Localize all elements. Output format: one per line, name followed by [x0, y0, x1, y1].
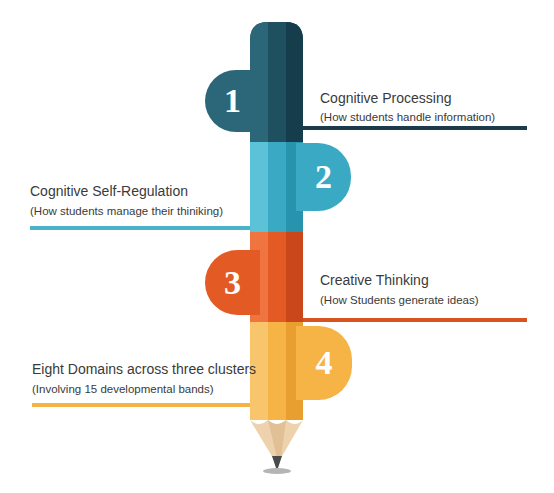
number-tab: 2	[296, 143, 351, 211]
leader-line	[300, 318, 527, 322]
leader-line	[30, 226, 278, 230]
subtitle-label: (How students manage their thiniking)	[30, 205, 223, 219]
heading-label: Eight Domains across three clusters	[32, 361, 256, 378]
number-tab: 3	[205, 250, 260, 315]
leader-line	[32, 403, 260, 407]
pencil-tip	[250, 420, 303, 474]
subtitle-label: (Involving 15 developmental bands)	[32, 383, 214, 397]
heading-label: Creative Thinking	[320, 272, 429, 289]
number-tab: 1	[205, 70, 260, 132]
number-tab: 4	[296, 326, 352, 400]
subtitle-label: (How Students generate ideas)	[320, 294, 479, 308]
step-number: 1	[224, 84, 241, 118]
pencil-segment	[250, 322, 303, 420]
step-number: 2	[315, 160, 332, 194]
heading-label: Cognitive Processing	[320, 90, 452, 107]
step-number: 3	[224, 266, 241, 300]
heading-label: Cognitive Self-Regulation	[30, 183, 188, 200]
subtitle-label: (How students handle information)	[320, 111, 495, 125]
step-number: 4	[316, 346, 333, 380]
pencil-segment	[250, 142, 303, 232]
